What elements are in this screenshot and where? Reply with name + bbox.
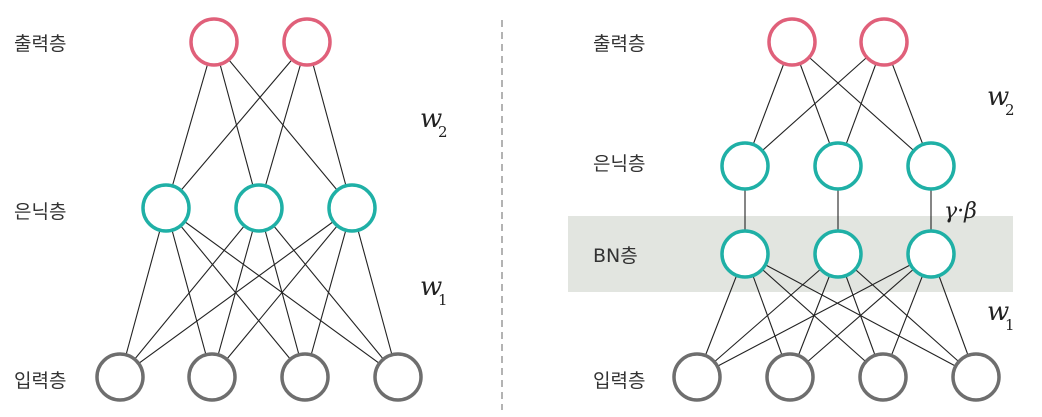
right-input-node [858,352,908,402]
left-w1-base: w [420,272,442,302]
right-hidden-layer-label: 은닉층 [593,153,645,175]
right-output-node [859,17,909,67]
edge-output-hidden [165,41,308,209]
right-bn-layer-label: BN층 [593,245,638,267]
edge-hidden-input [351,207,399,378]
edge-bn-input [696,253,932,378]
edge-hidden-input [211,207,353,378]
left-w1-sub: 1 [438,291,448,309]
right-w2-base: w [987,82,1009,112]
right-hidden-node [720,141,770,191]
right-input-node [672,352,722,402]
edge-output-hidden [258,41,308,209]
left-nodes [95,17,423,402]
right-input-node [951,352,1001,402]
left-output-node [282,17,332,67]
left-output-node [189,17,239,67]
right-hidden-node [813,141,863,191]
left-hidden-node [327,183,377,233]
left-input-node [373,352,423,402]
left-hidden-node [141,183,191,233]
gamma-beta-label: γ·β [944,199,977,224]
left-w2-sub: 2 [438,123,448,141]
right-bn-node [906,229,956,279]
right-w2-label: w 2 [987,82,1015,119]
edge-output-hidden [165,41,215,209]
left-hidden-node [234,183,284,233]
right-connections [696,41,977,378]
edge-hidden-input [304,207,353,378]
left-output-layer-label: 출력층 [14,33,66,55]
edge-hidden-input [119,207,353,378]
left-input-node [187,352,237,402]
right-bn-node [813,229,863,279]
left-input-layer-label: 입력층 [14,370,66,392]
left-hidden-layer-label: 은닉층 [14,201,66,223]
edge-output-hidden [306,41,353,209]
right-bn-node [720,229,770,279]
edge-hidden-input [119,207,260,378]
right-output-layer-label: 출력층 [593,33,645,55]
right-input-layer-label: 입력층 [593,370,645,392]
right-w1-sub: 1 [1005,316,1015,334]
right-w1-label: w 1 [987,297,1015,334]
right-w2-sub: 2 [1005,101,1015,119]
right-hidden-node [906,141,956,191]
left-w2-label: w 2 [420,104,448,141]
left-input-node [280,352,330,402]
right-input-node [765,352,815,402]
left-input-node [95,352,145,402]
right-w1-base: w [987,297,1009,327]
edge-bn-input [789,253,932,378]
left-connections [119,41,399,378]
right-nodes [672,17,1001,402]
edge-hidden-input [119,207,167,378]
left-w1-label: w 1 [420,272,448,309]
right-output-node [767,17,817,67]
edge-output-hidden [744,41,885,167]
edge-bn-input [696,253,839,378]
left-w2-base: w [420,104,442,134]
